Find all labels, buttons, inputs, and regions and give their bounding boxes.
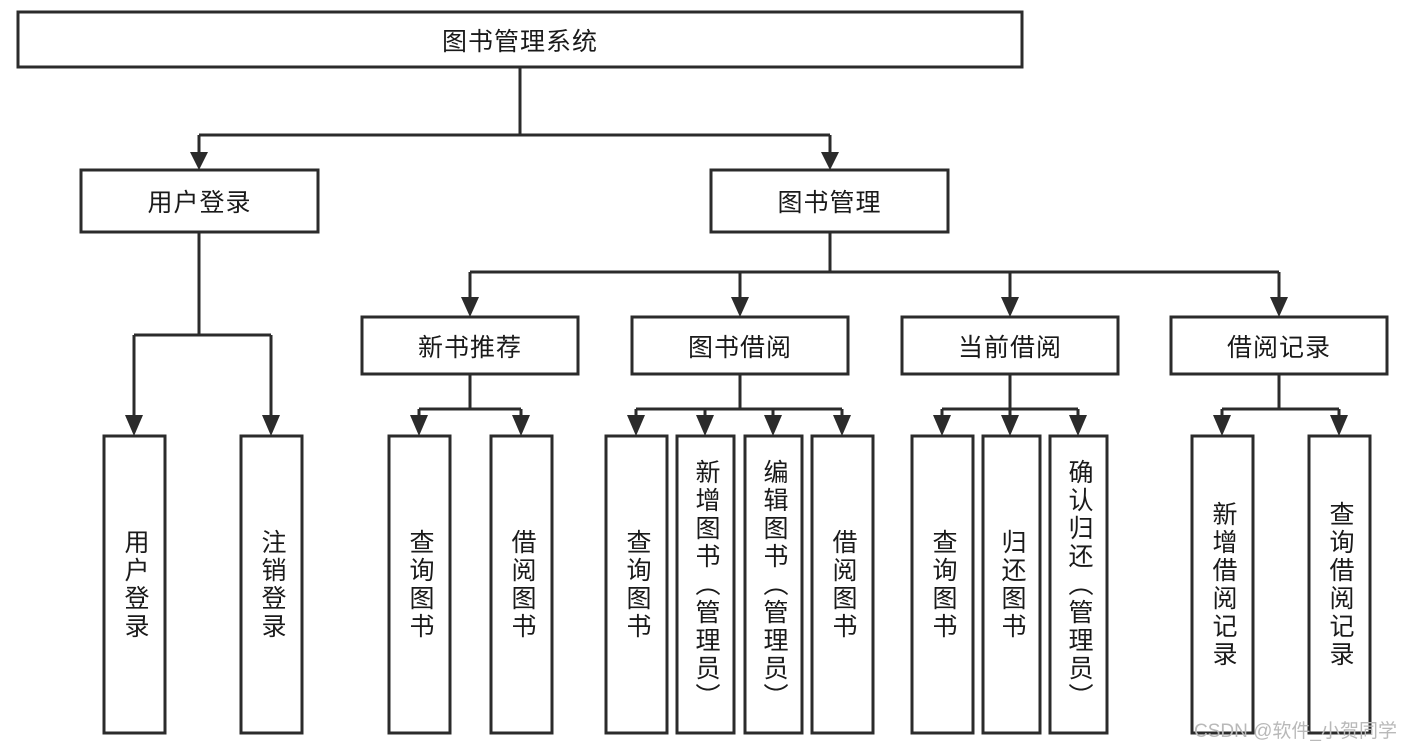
- node-label-new-book: 新书推荐: [417, 333, 522, 362]
- arrow-head-user-login: [190, 152, 208, 170]
- leaf-text: 查询图书: [929, 528, 957, 641]
- connector-group-root: [190, 67, 839, 170]
- leaf-box-user-login-1[interactable]: [239, 434, 304, 735]
- arrow-head-new-book: [461, 297, 479, 317]
- leaf-label-current-borrow-2: 确认归还（管理员）: [1050, 436, 1107, 733]
- node-label-root: 图书管理系统: [441, 27, 598, 56]
- leaf-text: 新增图书（管理员）: [692, 458, 720, 711]
- leaf-box-new-book-0[interactable]: [387, 434, 452, 735]
- arrow-head-book-manage: [821, 152, 839, 170]
- arrow-head-current-borrow: [1001, 297, 1019, 317]
- arrow-head-leaf-borrow-record-0: [1213, 415, 1231, 436]
- node-box-new-book[interactable]: [360, 315, 580, 376]
- leaf-text: 查询图书: [406, 528, 434, 641]
- arrow-head-leaf-current-borrow-1: [1001, 415, 1019, 436]
- node-label-borrow-record: 借阅记录: [1226, 333, 1331, 362]
- connector-group-borrow-record: [1213, 374, 1348, 436]
- arrow-head-book-borrow: [731, 297, 749, 317]
- node-box-current-borrow[interactable]: [900, 315, 1120, 376]
- leaf-text: 借阅图书: [508, 528, 536, 641]
- leaf-label-borrow-record-1: 查询借阅记录: [1309, 436, 1370, 733]
- leaf-label-book-borrow-1: 新增图书（管理员）: [677, 436, 734, 733]
- leaf-text: 用户登录: [121, 528, 149, 641]
- node-label-user-login: 用户登录: [147, 189, 252, 217]
- arrow-head-borrow-record: [1270, 297, 1288, 317]
- leaf-text: 查询图书: [623, 528, 651, 641]
- leaf-label-user-login-0: 用户登录: [104, 436, 165, 733]
- node-box-book-borrow[interactable]: [630, 315, 850, 376]
- leaf-text: 查询借阅记录: [1326, 500, 1354, 669]
- arrow-head-leaf-borrow-record-1: [1330, 415, 1348, 436]
- connector-group-book-manage: [461, 232, 1288, 317]
- arrow-head-leaf-new-book-0: [410, 415, 428, 436]
- arrow-head-leaf-user-login-1: [262, 415, 280, 436]
- arrow-head-leaf-user-login-0: [125, 415, 143, 436]
- leaf-label-book-borrow-3: 借阅图书: [812, 436, 873, 733]
- leaf-box-new-book-1[interactable]: [489, 434, 554, 735]
- leaf-label-borrow-record-0: 新增借阅记录: [1192, 436, 1253, 733]
- arrow-head-leaf-book-borrow-1: [696, 415, 714, 436]
- leaf-text: 借阅图书: [829, 528, 857, 641]
- leaf-label-book-borrow-0: 查询图书: [606, 436, 667, 733]
- leaf-box-book-borrow-3[interactable]: [810, 434, 875, 735]
- leaf-text: 注销登录: [258, 528, 286, 641]
- connector-group-user-login: [125, 232, 280, 436]
- leaf-box-book-borrow-2[interactable]: [743, 434, 804, 735]
- connector-group-current-borrow: [933, 374, 1087, 436]
- node-box-user-login[interactable]: [79, 168, 320, 234]
- leaf-text: 归还图书: [998, 528, 1026, 641]
- leaf-text: 编辑图书（管理员）: [760, 458, 788, 711]
- node-box-book-manage[interactable]: [709, 168, 950, 234]
- leaf-label-user-login-1: 注销登录: [241, 436, 302, 733]
- node-box-root[interactable]: [16, 10, 1024, 69]
- leaf-box-book-borrow-1[interactable]: [675, 434, 736, 735]
- leaf-box-borrow-record-0[interactable]: [1190, 434, 1255, 735]
- arrow-head-leaf-book-borrow-2: [764, 415, 782, 436]
- arrow-head-leaf-book-borrow-3: [833, 415, 851, 436]
- node-box-borrow-record[interactable]: [1169, 315, 1389, 376]
- leaf-label-new-book-0: 查询图书: [389, 436, 450, 733]
- leaf-box-book-borrow-0[interactable]: [604, 434, 669, 735]
- arrow-head-leaf-current-borrow-2: [1069, 415, 1087, 436]
- leaf-label-book-borrow-2: 编辑图书（管理员）: [745, 436, 802, 733]
- arrow-head-leaf-new-book-1: [512, 415, 530, 436]
- leaf-text: 确认归还（管理员）: [1065, 458, 1093, 711]
- node-label-book-borrow: 图书借阅: [687, 333, 792, 362]
- arrow-head-leaf-book-borrow-0: [627, 415, 645, 436]
- leaf-box-user-login-0[interactable]: [102, 434, 167, 735]
- leaf-text: 新增借阅记录: [1209, 500, 1237, 669]
- connector-group-new-book: [410, 374, 530, 436]
- leaf-label-current-borrow-0: 查询图书: [912, 436, 973, 733]
- node-label-book-manage: 图书管理: [777, 189, 882, 217]
- leaf-box-current-borrow-2[interactable]: [1048, 434, 1109, 735]
- leaf-box-current-borrow-0[interactable]: [910, 434, 975, 735]
- csdn-watermark: CSDN @软件_小贺同学: [1194, 721, 1397, 742]
- leaf-label-current-borrow-1: 归还图书: [983, 436, 1040, 733]
- connector-group-book-borrow: [627, 374, 851, 436]
- leaf-label-new-book-1: 借阅图书: [491, 436, 552, 733]
- node-label-current-borrow: 当前借阅: [957, 333, 1062, 362]
- leaf-box-borrow-record-1[interactable]: [1307, 434, 1372, 735]
- leaf-box-current-borrow-1[interactable]: [981, 434, 1042, 735]
- arrow-head-leaf-current-borrow-0: [933, 415, 951, 436]
